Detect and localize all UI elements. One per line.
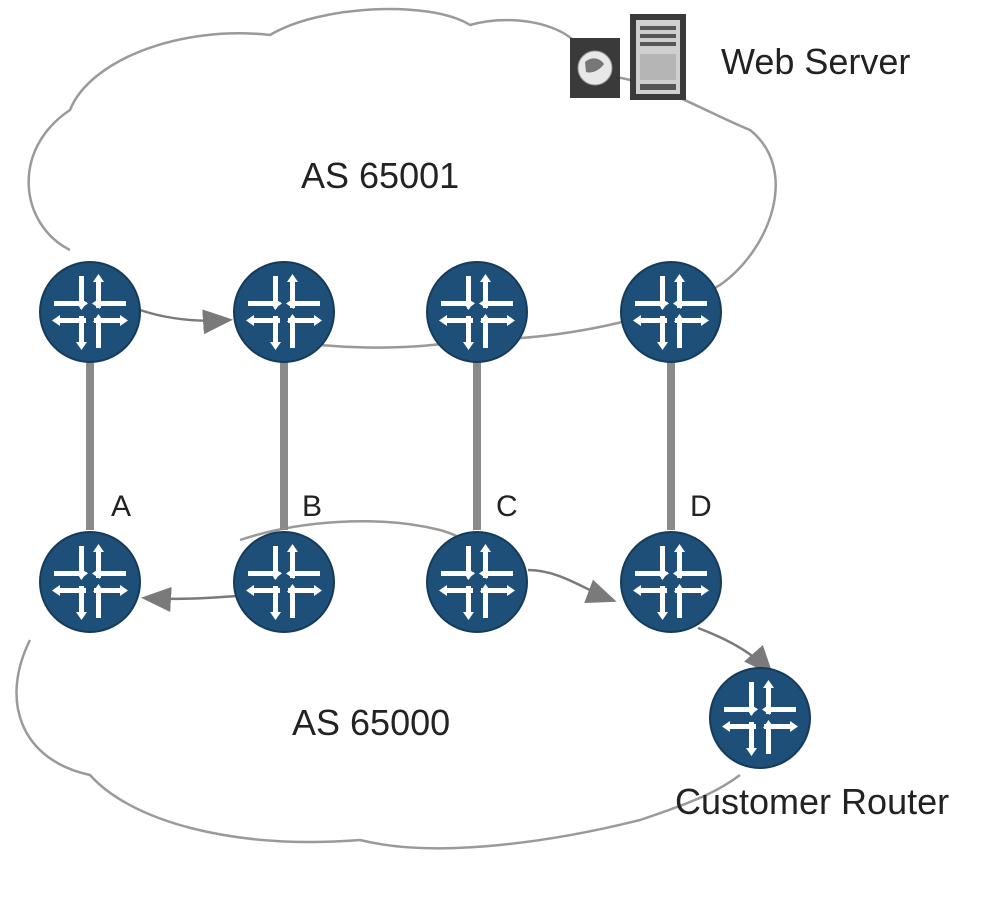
link-label-d: D (690, 490, 712, 523)
flow-arrow-bottom-middle (527, 568, 617, 604)
router-icon (620, 531, 722, 633)
link-label-c: C (496, 490, 518, 523)
customer-router-icon (709, 667, 811, 769)
link-label-b: B (302, 490, 323, 523)
router-icon (233, 261, 335, 363)
web-server-label: Web Server (721, 41, 911, 82)
router-icon (620, 261, 722, 363)
router-icon (39, 261, 141, 363)
flow-arrow-top (139, 308, 233, 335)
flow-arrow-customer (697, 626, 774, 676)
as-65000-label: AS 65000 (292, 702, 451, 743)
customer-router-label: Customer Router (675, 781, 950, 822)
as-65001-label: AS 65001 (301, 155, 460, 196)
router-icon (426, 531, 528, 633)
flow-arrow-bottom-left (141, 586, 237, 612)
web-server-icon (570, 14, 686, 100)
router-icon (426, 261, 528, 363)
link-label-a: A (111, 490, 132, 523)
router-icon (39, 531, 141, 633)
router-icon (233, 531, 335, 633)
